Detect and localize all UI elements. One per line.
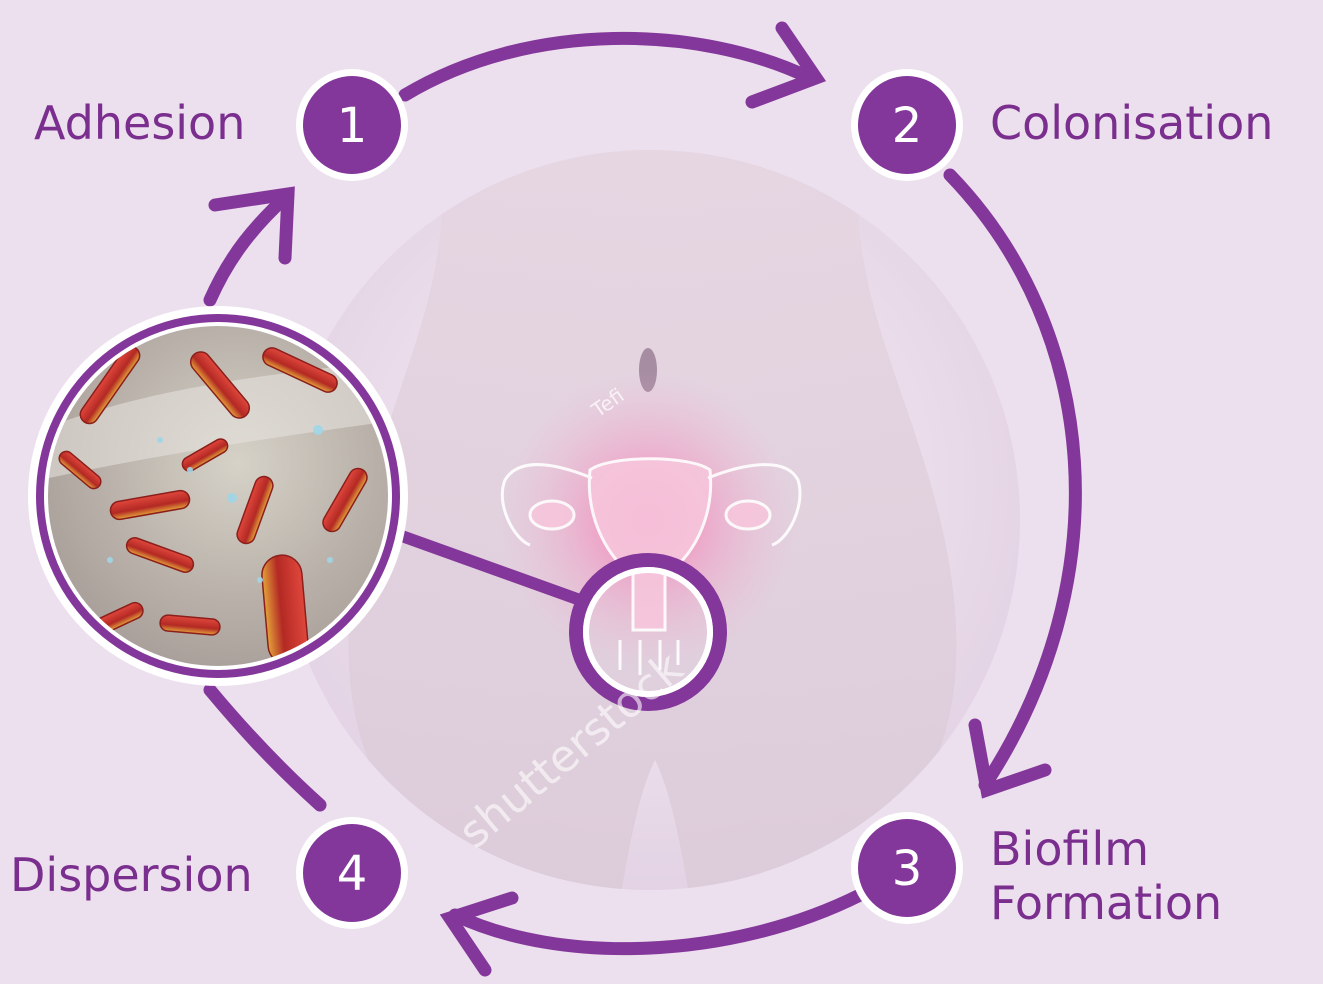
badge-3: 3 bbox=[851, 812, 963, 924]
badge-2: 2 bbox=[851, 69, 963, 181]
stage-label-dispersion: Dispersion bbox=[10, 852, 253, 898]
stage-label-biofilm-line1: Biofilm bbox=[990, 822, 1222, 876]
badge-3-number: 3 bbox=[892, 841, 923, 897]
arrow-4-to-1-upper bbox=[210, 195, 288, 300]
stage-label-biofilm-line2: Formation bbox=[990, 876, 1222, 930]
stage-label-biofilm-formation: Biofilm Formation bbox=[990, 822, 1222, 931]
badge-4: 4 bbox=[296, 817, 408, 929]
stage-label-adhesion: Adhesion bbox=[34, 100, 245, 146]
badge-2-number: 2 bbox=[892, 98, 923, 154]
badge-4-number: 4 bbox=[337, 846, 368, 902]
badge-1: 1 bbox=[296, 69, 408, 181]
arrow-4-to-1-lower bbox=[210, 690, 320, 805]
stage-label-colonisation: Colonisation bbox=[990, 100, 1273, 146]
bacteria-illustration bbox=[28, 306, 408, 686]
arrow-1-to-2 bbox=[405, 38, 810, 95]
badge-1-number: 1 bbox=[337, 98, 368, 154]
